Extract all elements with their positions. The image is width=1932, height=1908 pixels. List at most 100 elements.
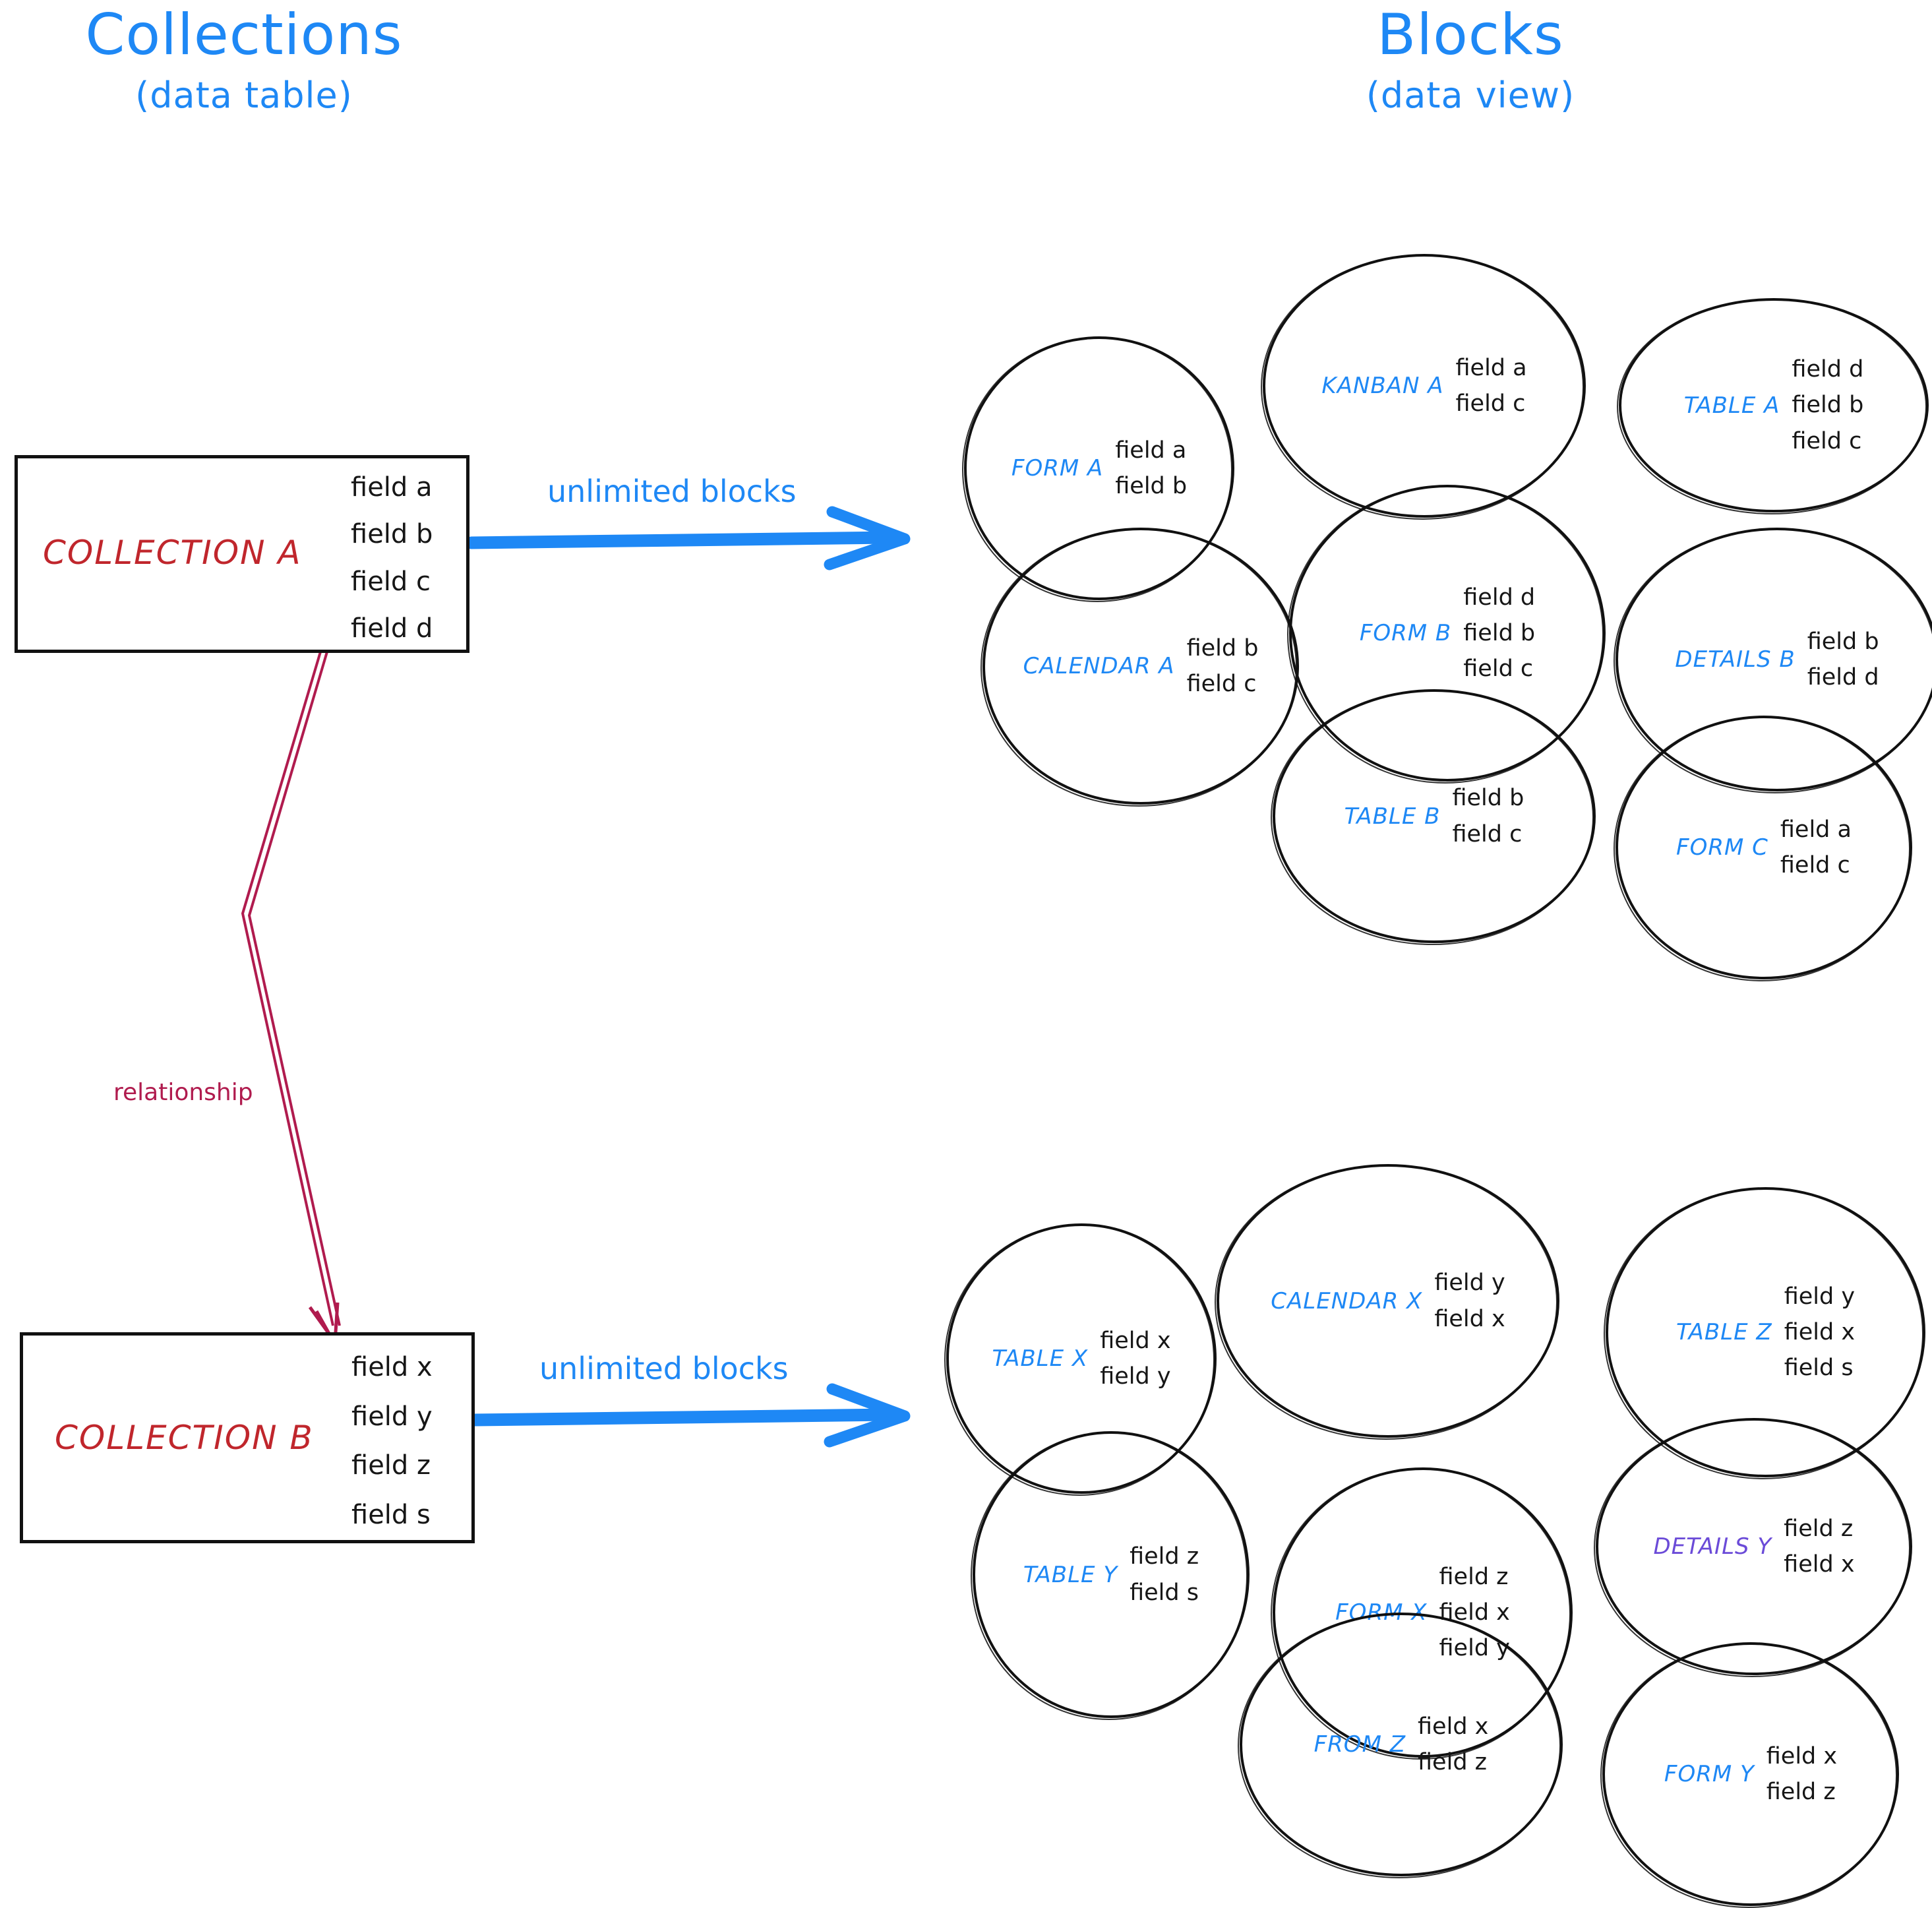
- page-subtitle-blocks: (data view): [1366, 75, 1575, 116]
- block-label: FORM B: [1359, 620, 1452, 646]
- block-field: field c: [1186, 671, 1257, 697]
- block-content: TABLE A field d field b field c: [1621, 301, 1926, 510]
- page-title-collections: Collections: [85, 2, 403, 68]
- block-fields: field d field b field c: [1792, 352, 1863, 459]
- block-from-z[interactable]: FROM Z field x field z: [1238, 1613, 1563, 1878]
- block-fields: field a field b: [1115, 433, 1187, 505]
- block-table-y[interactable]: TABLE Y field z field s: [971, 1431, 1250, 1720]
- block-field: field a: [1455, 354, 1527, 381]
- block-label: TABLE A: [1683, 392, 1780, 419]
- block-field: field b: [1115, 473, 1188, 499]
- page-title-blocks: Blocks: [1377, 2, 1564, 68]
- block-field: field d: [1463, 584, 1536, 611]
- block-content: FORM B field d field b field c: [1292, 487, 1603, 779]
- block-field: field s: [1130, 1579, 1199, 1606]
- block-content: DETAILS B field b field d: [1618, 530, 1932, 789]
- collection-a-field: field c: [351, 566, 431, 597]
- block-field: field x: [1434, 1305, 1505, 1332]
- page-subtitle-collections: (data table): [135, 75, 353, 116]
- collection-b-name: COLLECTION B: [55, 1419, 314, 1457]
- block-kanban-a[interactable]: KANBAN A field a field c: [1261, 254, 1586, 520]
- unlimited-blocks-label-bottom: unlimited blocks: [539, 1351, 789, 1386]
- block-field: field b: [1463, 619, 1536, 646]
- block-label: TABLE Y: [1023, 1561, 1118, 1588]
- block-field: field c: [1463, 656, 1534, 683]
- block-form-c[interactable]: FORM C field a field c: [1614, 716, 1912, 981]
- block-content: CALENDAR X field y field x: [1219, 1167, 1557, 1435]
- collection-b-field: field z: [351, 1450, 431, 1481]
- block-content: TABLE Y field z field s: [975, 1434, 1247, 1715]
- block-field: field c: [1455, 390, 1526, 417]
- block-fields: field x field z: [1418, 1709, 1488, 1781]
- block-label: TABLE B: [1344, 803, 1441, 830]
- unlimited-blocks-arrow-top: [465, 506, 911, 570]
- block-field: field z: [1418, 1749, 1488, 1775]
- block-field: field y: [1434, 1270, 1505, 1297]
- block-content: KANBAN A field a field c: [1265, 257, 1583, 515]
- block-calendar-x[interactable]: CALENDAR X field y field x: [1215, 1164, 1559, 1440]
- block-fields: field y field x field s: [1784, 1279, 1855, 1386]
- block-label: FORM A: [1011, 455, 1104, 481]
- block-fields: field b field c: [1452, 780, 1524, 852]
- block-table-a[interactable]: TABLE A field d field b field c: [1617, 298, 1929, 514]
- block-content: CALENDAR A field b field c: [985, 530, 1296, 802]
- relationship-label: relationship: [113, 1079, 253, 1106]
- block-content: TABLE B field b field c: [1275, 692, 1593, 940]
- block-fields: field z field x: [1784, 1511, 1854, 1583]
- collection-a-field: field a: [351, 472, 433, 503]
- block-fields: field b field c: [1187, 631, 1259, 702]
- collection-b-fields: field x field y field z field s: [351, 1353, 433, 1529]
- block-field: field b: [1792, 392, 1864, 419]
- block-label: DETAILS B: [1675, 646, 1796, 673]
- block-field: field z: [1130, 1543, 1199, 1570]
- block-field: field x: [1784, 1551, 1855, 1578]
- collection-box-b[interactable]: COLLECTION B field x field y field z fie…: [20, 1332, 475, 1543]
- block-fields: field x field z: [1766, 1739, 1837, 1810]
- block-label: FORM C: [1676, 834, 1768, 861]
- block-field: field x: [1100, 1327, 1171, 1354]
- block-field: field d: [1807, 664, 1879, 691]
- block-label: TABLE Z: [1675, 1319, 1772, 1345]
- block-label: TABLE X: [992, 1345, 1089, 1372]
- block-content: FROM Z field x field z: [1242, 1615, 1560, 1874]
- collection-b-field: field x: [351, 1352, 433, 1382]
- block-fields: field b field d: [1807, 624, 1879, 696]
- block-content: FORM A field a field b: [967, 339, 1232, 598]
- block-field: field c: [1452, 820, 1523, 847]
- collection-a-fields: field a field b field c field d: [351, 473, 433, 643]
- collection-a-name: COLLECTION A: [43, 534, 302, 572]
- unlimited-blocks-arrow-bottom: [468, 1383, 911, 1448]
- block-table-b[interactable]: TABLE B field b field c: [1271, 689, 1596, 945]
- block-details-y[interactable]: DETAILS Y field z field x: [1594, 1418, 1912, 1677]
- block-field: field y: [1784, 1283, 1856, 1310]
- block-label: FORM Y: [1664, 1761, 1755, 1787]
- block-field: field s: [1784, 1355, 1854, 1382]
- block-label: FROM Z: [1313, 1731, 1406, 1758]
- block-field: field x: [1766, 1742, 1838, 1770]
- block-content: TABLE Z field y field x field s: [1608, 1190, 1923, 1475]
- block-field: field b: [1452, 785, 1524, 812]
- block-fields: field d field b field c: [1463, 580, 1535, 687]
- block-calendar-a[interactable]: CALENDAR A field b field c: [981, 528, 1299, 807]
- block-field: field d: [1792, 356, 1864, 383]
- block-field: field z: [1766, 1779, 1836, 1805]
- unlimited-blocks-label-top: unlimited blocks: [547, 474, 797, 509]
- block-field: field c: [1792, 427, 1862, 454]
- block-field: field x: [1418, 1713, 1489, 1740]
- block-field: field y: [1100, 1363, 1171, 1390]
- collection-b-field: field y: [351, 1401, 433, 1432]
- block-field: field a: [1115, 437, 1187, 464]
- blocks-heading-group: Blocks (data view): [1266, 7, 1675, 113]
- collection-a-field: field b: [351, 519, 433, 550]
- collection-a-field: field d: [351, 613, 433, 644]
- block-label: CALENDAR A: [1023, 653, 1175, 679]
- collection-b-field: field s: [351, 1499, 431, 1530]
- block-field: field c: [1780, 852, 1850, 878]
- block-content: FORM Y field x field z: [1605, 1645, 1896, 1903]
- block-field: field b: [1807, 628, 1879, 655]
- collection-box-a[interactable]: COLLECTION A field a field b field c fie…: [15, 455, 469, 653]
- block-field: field z: [1784, 1515, 1854, 1542]
- block-content: TABLE X field x field y: [949, 1226, 1214, 1491]
- block-form-y[interactable]: FORM Y field x field z: [1600, 1642, 1899, 1908]
- block-field: field b: [1186, 634, 1259, 662]
